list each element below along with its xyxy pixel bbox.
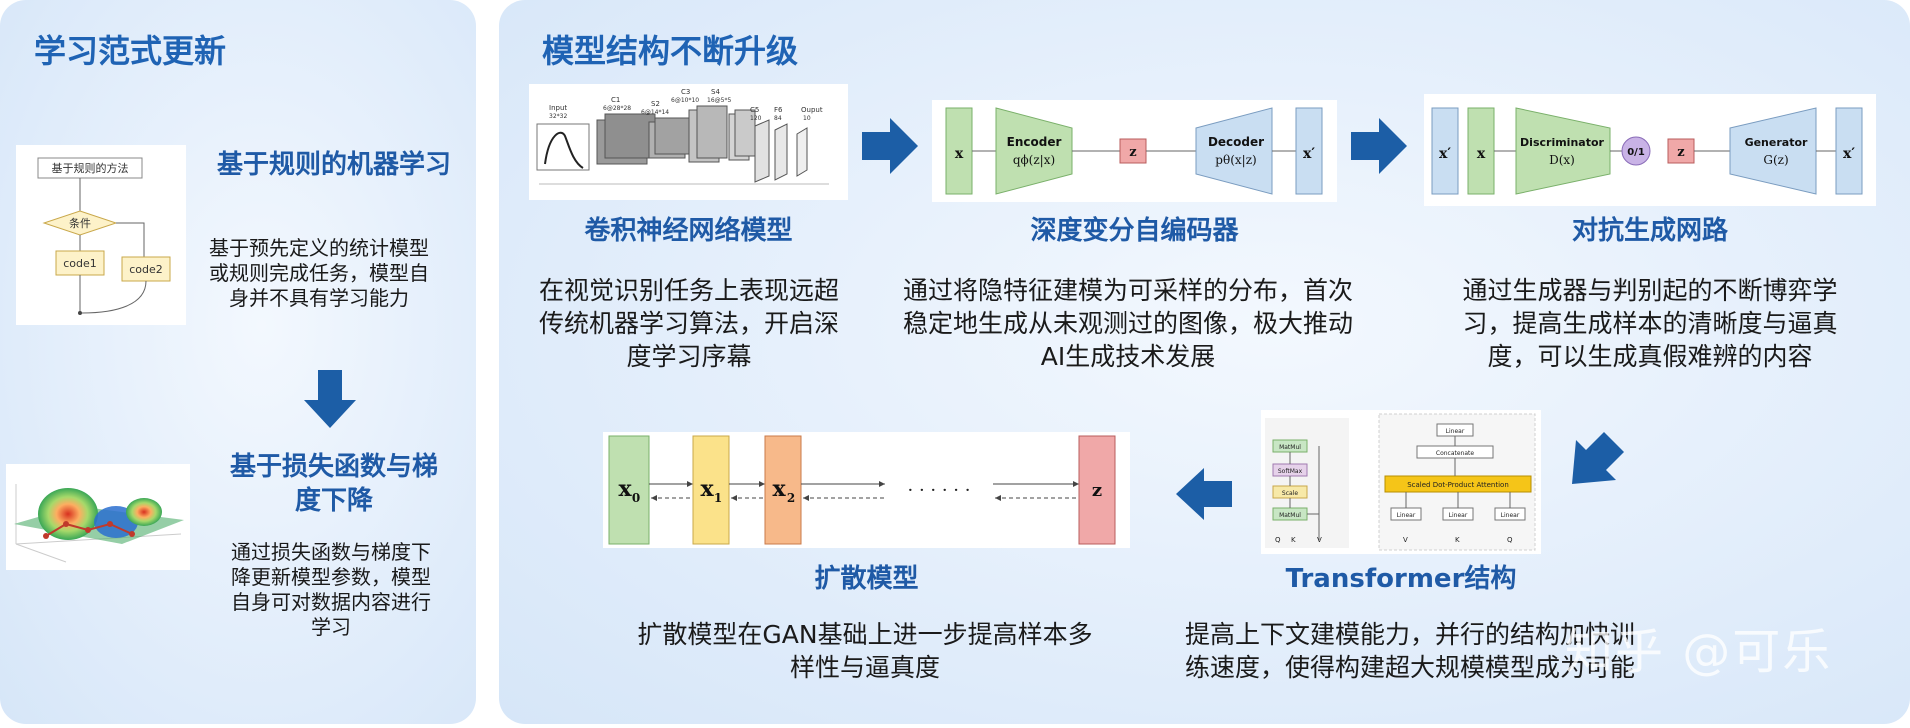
gan-x-input: x: [1477, 146, 1486, 162]
left-panel-title: 学习范式更新: [34, 32, 227, 70]
flow-title: 基于规则的方法: [52, 161, 129, 175]
tf-right-linear-v: Linear: [1397, 512, 1416, 519]
arrow-down-icon: [304, 370, 356, 428]
vae-x-prime: x′: [1303, 146, 1315, 162]
vae-architecture-image: x Encoder qϕ(z|x) z Decoder pθ(x|z) x′: [932, 100, 1337, 202]
flow-code2: code2: [129, 263, 163, 276]
gan-architecture-image: x′ x Discriminator D(x) 0/1 z Generator …: [1424, 94, 1876, 206]
cnn-label-c5: C5: [750, 106, 759, 114]
diff-x0: x: [618, 476, 632, 502]
vae-x: x: [955, 146, 964, 162]
cnn-label-s4-size: 16@5*5: [707, 97, 731, 104]
rule-ml-heading: 基于规则的机器学习: [216, 150, 451, 180]
vae-decoder-fn: pθ(x|z): [1215, 153, 1256, 167]
gan-z: z: [1677, 145, 1684, 160]
transformer-heading: Transformer结构: [1285, 564, 1517, 594]
cnn-label-c3-size: 6@10*10: [671, 97, 699, 104]
diffusion-architecture-image: x 0 x 1 x 2 · · · · · · z: [603, 432, 1130, 548]
gan-description: 通过生成器与判别起的不断博弈学习，提高生成样本的清晰度与逼真度，可以生成真假难辨…: [1462, 276, 1838, 371]
flow-code1: code1: [63, 257, 97, 270]
gan-discriminator-fn: D(x): [1549, 153, 1575, 167]
watermark: 知乎 @可乐: [1565, 624, 1833, 680]
cnn-label-input-size: 32*32: [549, 113, 567, 120]
tf-right-input-v: V: [1403, 536, 1408, 544]
cnn-label-c5-size: 120: [750, 115, 762, 122]
tf-right-attention: Scaled Dot-Product Attention: [1407, 481, 1509, 489]
gan-discriminator: Discriminator: [1520, 136, 1604, 149]
tf-left-input-q: Q: [1275, 536, 1281, 544]
gan-x-prime-input: x′: [1439, 146, 1451, 162]
cnn-label-f6: F6: [774, 106, 783, 114]
gan-heading: 对抗生成网路: [1571, 216, 1728, 246]
loss-ml-heading: 基于损失函数与梯度下降: [229, 452, 438, 516]
tf-right-concat: Concatenate: [1436, 450, 1475, 457]
rule-flowchart-image: 基于规则的方法 条件 code1 code2: [16, 145, 186, 325]
cnn-label-input: Input: [549, 104, 567, 112]
cnn-label-f6-size: 84: [774, 115, 782, 122]
tf-right-linear-q: Linear: [1501, 512, 1520, 519]
tf-right-input-k: K: [1455, 536, 1460, 544]
tf-left-block-3: Scale: [1282, 490, 1298, 497]
cnn-label-s4: S4: [711, 88, 720, 96]
cnn-description: 在视觉识别任务上表现远超传统机器学习算法，开启深度学习序幕: [538, 276, 839, 371]
flow-condition: 条件: [69, 216, 91, 230]
left-panel: [0, 0, 476, 724]
vae-z: z: [1129, 145, 1136, 160]
cnn-heading: 卷积神经网络模型: [584, 216, 793, 246]
vae-encoder-fn: qϕ(z|x): [1013, 153, 1055, 167]
diff-x2-sub: 2: [787, 491, 795, 505]
transformer-description: 提高上下文建模能力，并行的结构加快训练速度，使得构建超大规模模型成为可能: [1184, 620, 1635, 682]
cnn-label-c1-size: 6@28*28: [603, 105, 631, 112]
vae-description: 通过将隐特征建模为可采样的分布，首次稳定地生成从未观测过的图像，极大推动AI生成…: [902, 276, 1353, 371]
tf-left-block-2: SoftMax: [1278, 468, 1303, 475]
diff-z: z: [1092, 480, 1102, 501]
vae-encoder: Encoder: [1007, 135, 1062, 149]
vae-decoder: Decoder: [1208, 135, 1264, 149]
tf-left-input-k: K: [1291, 536, 1296, 544]
arrow-right-icon: [1351, 118, 1407, 174]
tf-left-block-1: MatMul: [1279, 444, 1301, 451]
arrow-left-icon: [1176, 468, 1232, 520]
cnn-label-c3: C3: [681, 88, 690, 96]
diffusion-heading: 扩散模型: [814, 564, 919, 594]
cnn-label-output: Ouput: [801, 106, 823, 114]
cnn-label-s2-size: 6@14*14: [641, 109, 669, 116]
tf-left-block-4: MatMul: [1279, 512, 1301, 519]
rule-ml-description: 基于预先定义的统计模型或规则完成任务，模型自身并不具有学习能力: [209, 236, 429, 310]
vae-heading: 深度变分自编码器: [1030, 216, 1239, 246]
gan-x-prime-output: x′: [1843, 146, 1855, 162]
diffusion-description: 扩散模型在GAN基础上进一步提高样本多样性与逼真度: [637, 620, 1093, 682]
cnn-label-s2: S2: [651, 100, 660, 108]
tf-left-input-v: V: [1317, 536, 1322, 544]
loss-ml-description: 通过损失函数与梯度下降更新模型参数，模型自身可对数据内容进行学习: [231, 540, 431, 639]
arrow-right-icon: [862, 118, 918, 174]
gan-generator-fn: G(z): [1763, 153, 1788, 167]
transformer-architecture-image: MatMul SoftMax Scale MatMul Q K V Linear…: [1261, 410, 1541, 554]
gan-generator: Generator: [1745, 136, 1808, 149]
tf-right-input-q: Q: [1507, 536, 1513, 544]
diff-dots: · · · · · ·: [908, 480, 971, 501]
diff-x1-sub: 1: [714, 491, 722, 505]
gan-output: 0/1: [1627, 147, 1645, 158]
tf-right-linear-k: Linear: [1449, 512, 1468, 519]
loss-surface-image: [6, 464, 190, 570]
diff-x0-sub: 0: [632, 491, 640, 505]
diff-x1: x: [700, 476, 714, 502]
tf-right-linear-top: Linear: [1446, 428, 1465, 435]
cnn-label-output-size: 10: [803, 115, 811, 122]
arrow-down-left-icon: [1572, 432, 1624, 484]
cnn-label-c1: C1: [611, 96, 620, 104]
cnn-architecture-image: Input 32*32 C1 6@28*28 S2 6@14*14 C3 6@1…: [529, 84, 848, 200]
diff-x2: x: [772, 476, 786, 502]
right-panel-title: 模型结构不断升级: [542, 32, 799, 70]
